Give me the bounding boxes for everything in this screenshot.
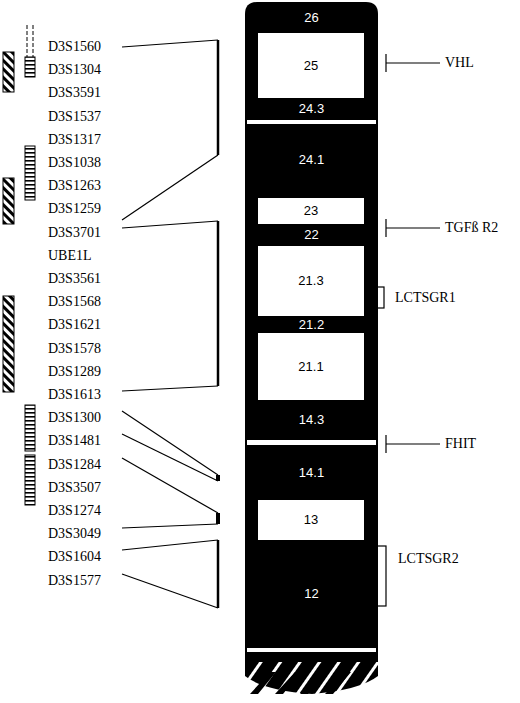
- chromosome-band: 21.2: [245, 316, 378, 333]
- chromosome-band: 23: [258, 198, 364, 224]
- band-number: 14.1: [299, 466, 324, 480]
- marker-name: D3S1578: [48, 340, 101, 358]
- chromosome-band: 22: [245, 224, 378, 246]
- marker-name: D3S1263: [48, 177, 101, 195]
- chromosome-band: 21.1: [258, 333, 364, 400]
- gene-name: VHL: [445, 54, 474, 72]
- marker-name: D3S3701: [48, 224, 101, 242]
- marker-name: D3S1300: [48, 409, 101, 427]
- band-number: 12: [304, 587, 318, 601]
- band-number: 21.2: [299, 318, 324, 332]
- chromosome-band: 14.1: [245, 445, 378, 500]
- marker-name: D3S1481: [48, 432, 101, 450]
- gene-name: LCTSGR1: [395, 289, 456, 307]
- chromosome-band: 25: [258, 33, 364, 98]
- chromosome-band: 14.3: [245, 400, 378, 440]
- gene-name: FHIT: [445, 435, 476, 453]
- gene-name: LCTSGR2: [398, 550, 459, 568]
- marker-name: D3S3561: [48, 270, 101, 288]
- marker-name: D3S1560: [48, 38, 101, 56]
- band-number: 23: [304, 204, 318, 218]
- chromosome-band: 24.1: [245, 124, 378, 195]
- marker-name: D3S3049: [48, 525, 101, 543]
- band-number: 22: [304, 228, 318, 242]
- marker-name: D3S1577: [48, 572, 101, 590]
- band-number: 25: [304, 59, 318, 73]
- chromosome-body: [245, 2, 378, 694]
- marker-name: D3S1284: [48, 456, 101, 474]
- band-number: 24.3: [299, 102, 324, 116]
- marker-name: D3S1289: [48, 363, 101, 381]
- band-number: 26: [304, 11, 318, 25]
- band-number: 21.1: [298, 360, 323, 374]
- marker-name: D3S1621: [48, 316, 101, 334]
- gene-name: TGFß R2: [445, 219, 498, 237]
- marker-name: D3S1604: [48, 548, 101, 566]
- marker-name: D3S1259: [48, 200, 101, 218]
- marker-name: D3S3591: [48, 84, 101, 102]
- chromosome-band: 24.3: [245, 98, 378, 120]
- marker-name: D3S1304: [48, 61, 101, 79]
- marker-name: UBE1L: [48, 247, 92, 265]
- band-number: 21.3: [298, 274, 323, 288]
- marker-name: D3S1038: [48, 154, 101, 172]
- marker-name: D3S1613: [48, 386, 101, 404]
- band-number: 13: [304, 513, 318, 527]
- chromosome-band: 12: [245, 540, 378, 648]
- marker-name: D3S3507: [48, 479, 101, 497]
- marker-name: D3S1317: [48, 131, 101, 149]
- marker-name: D3S1274: [48, 502, 101, 520]
- marker-name: D3S1537: [48, 108, 101, 126]
- gene-markers: [375, 54, 440, 606]
- band-number: 24.1: [299, 153, 324, 167]
- leader-lines: [122, 40, 218, 608]
- region-boxes: [3, 25, 35, 505]
- chromosome-band: 21.3: [258, 246, 364, 316]
- band-number: 14.3: [299, 413, 324, 427]
- chromosome-band: 13: [258, 500, 364, 540]
- chromosome-band: 26: [245, 2, 378, 33]
- marker-name: D3S1568: [48, 293, 101, 311]
